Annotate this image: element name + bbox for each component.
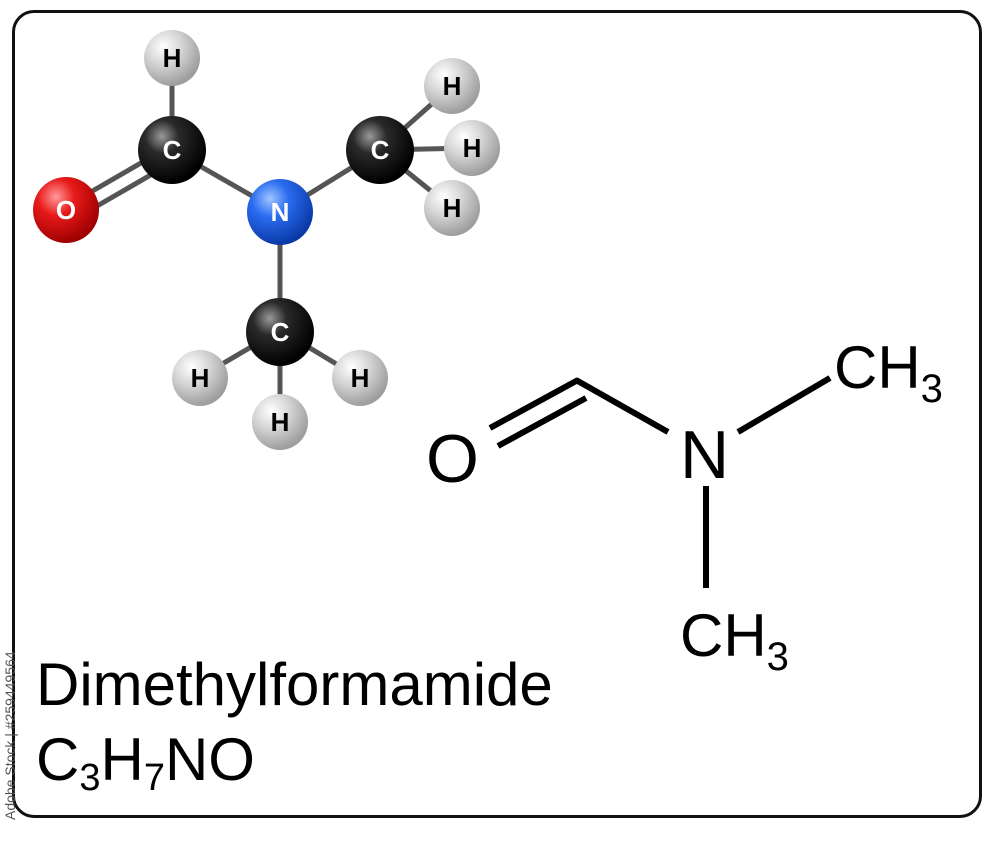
atom-n: N — [247, 179, 313, 245]
atom-h-bottom-right: H — [332, 350, 388, 406]
atom-c-methyl-right: C — [346, 116, 414, 184]
atom-label: H — [443, 193, 462, 223]
skeletal-oxygen-label: O — [426, 421, 479, 497]
atom-c-formyl: C — [138, 116, 206, 184]
compound-formula: C3H7NO — [36, 726, 255, 799]
atom-label: C — [371, 135, 390, 165]
skeletal-bond-c-n — [574, 377, 670, 435]
atom-label: H — [191, 363, 210, 393]
skeletal-bond-n-ch3-top — [736, 375, 832, 435]
diagram-frame — [12, 10, 982, 818]
atom-label: H — [463, 133, 482, 163]
skeletal-methyl-top: CH3 — [834, 334, 943, 411]
atom-h-right-bottom: H — [424, 180, 480, 236]
skeletal-nitrogen-label: N — [680, 417, 729, 493]
atom-label: H — [271, 407, 290, 437]
atom-label: C — [271, 317, 290, 347]
atom-h-right-top: H — [424, 58, 480, 114]
atom-h-bottom-left: H — [172, 350, 228, 406]
atom-h-bottom-center: H — [252, 394, 308, 450]
ball-stick-atoms: H C O N C H H H — [33, 30, 500, 450]
skeletal-formula: O N CH3 CH3 — [426, 334, 943, 679]
atom-o: O — [33, 177, 99, 243]
atom-label: H — [443, 71, 462, 101]
atom-label: O — [56, 195, 76, 225]
atom-c-methyl-bottom: C — [246, 298, 314, 366]
skeletal-bond-c-o-b — [496, 395, 588, 449]
skeletal-methyl-bottom: CH3 — [680, 602, 789, 679]
skeletal-bond-c-o-a — [488, 377, 580, 431]
skeletal-bonds — [488, 375, 832, 588]
atom-h-right-mid: H — [444, 120, 500, 176]
stock-watermark-id: Adobe Stock | #259449564 — [2, 651, 18, 820]
compound-name: Dimethylformamide — [36, 651, 553, 718]
atom-label: H — [351, 363, 370, 393]
atom-label: N — [271, 197, 290, 227]
atom-label: H — [163, 43, 182, 73]
atom-label: C — [163, 135, 182, 165]
atom-h-formyl: H — [144, 30, 200, 86]
